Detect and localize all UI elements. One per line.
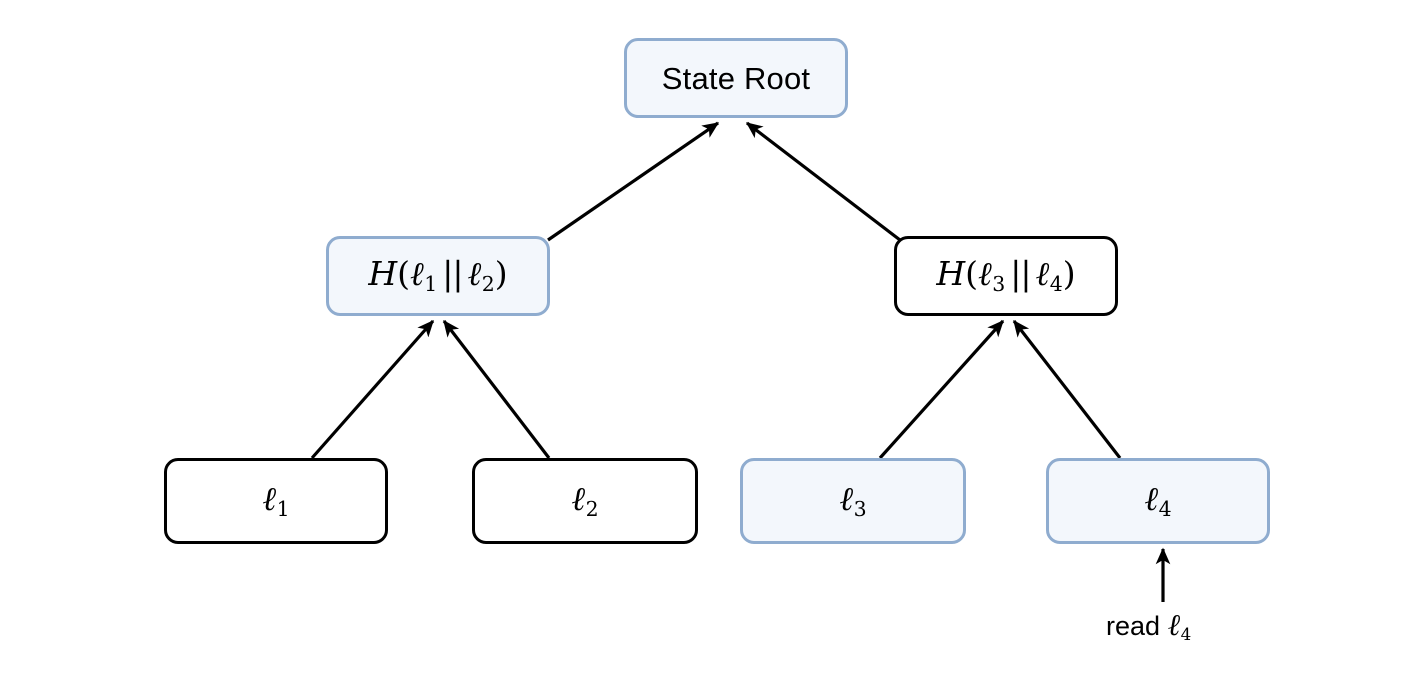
- node-hash-l1-l2-label: H(ℓ1||ℓ2): [368, 257, 507, 294]
- edge-leaf3-to-hash-right: [878, 319, 1005, 460]
- ell-subscript: 2: [481, 272, 495, 297]
- ell-subscript: 1: [424, 272, 438, 297]
- ell-subscript: 2: [585, 497, 599, 522]
- close-paren: ): [1062, 254, 1076, 294]
- ell-subscript: 4: [1158, 497, 1172, 522]
- ell-symbol: ℓ: [467, 254, 482, 294]
- ell-subscript: 3: [853, 497, 867, 522]
- edge-hash-left-to-root: [547, 121, 720, 242]
- concat-bars: ||: [442, 254, 463, 294]
- ell-symbol: ℓ: [1167, 608, 1181, 643]
- node-hash-l3-l4[interactable]: H(ℓ3||ℓ4): [894, 236, 1118, 316]
- node-state-root[interactable]: State Root: [624, 38, 848, 118]
- node-leaf-l3-label: ℓ3: [839, 482, 866, 519]
- node-hash-l3-l4-label: H(ℓ3||ℓ4): [936, 257, 1075, 294]
- node-hash-l1-l2[interactable]: H(ℓ1||ℓ2): [326, 236, 550, 316]
- open-paren: (: [397, 254, 410, 294]
- edge-leaf4-to-hash-right: [1012, 319, 1122, 459]
- node-state-root-label: State Root: [661, 60, 811, 96]
- ell-subscript: 4: [1049, 272, 1063, 297]
- edge-hash-right-to-root: [745, 121, 901, 242]
- node-leaf-l2-label: ℓ2: [571, 482, 598, 519]
- caption-read-l4: read ℓ4: [1106, 608, 1191, 644]
- ell-symbol: ℓ: [1035, 254, 1050, 294]
- node-leaf-l4[interactable]: ℓ4: [1046, 458, 1270, 544]
- node-leaf-l2[interactable]: ℓ2: [472, 458, 698, 544]
- ell-symbol: ℓ: [262, 479, 277, 519]
- ell-subscript: 4: [1180, 623, 1192, 644]
- node-leaf-l4-label: ℓ4: [1144, 482, 1171, 519]
- node-leaf-l1[interactable]: ℓ1: [164, 458, 388, 544]
- caption-prefix: read: [1106, 611, 1161, 641]
- ell-subscript: 1: [276, 497, 290, 522]
- ell-symbol: ℓ: [571, 479, 586, 519]
- edge-leaf2-to-hash-left: [442, 319, 551, 459]
- ell-symbol: ℓ: [1144, 479, 1159, 519]
- hash-fn-symbol: H: [368, 254, 398, 294]
- edge-leaf1-to-hash-left: [310, 319, 435, 460]
- ell-symbol: ℓ: [410, 254, 424, 294]
- ell-symbol: ℓ: [839, 479, 854, 519]
- ell-symbol: ℓ: [978, 254, 992, 294]
- close-paren: ): [494, 254, 508, 294]
- ell-subscript: 3: [992, 272, 1006, 297]
- node-leaf-l3[interactable]: ℓ3: [740, 458, 966, 544]
- hash-fn-symbol: H: [936, 254, 966, 294]
- node-leaf-l1-label: ℓ1: [262, 482, 289, 519]
- concat-bars: ||: [1010, 254, 1031, 294]
- open-paren: (: [965, 254, 978, 294]
